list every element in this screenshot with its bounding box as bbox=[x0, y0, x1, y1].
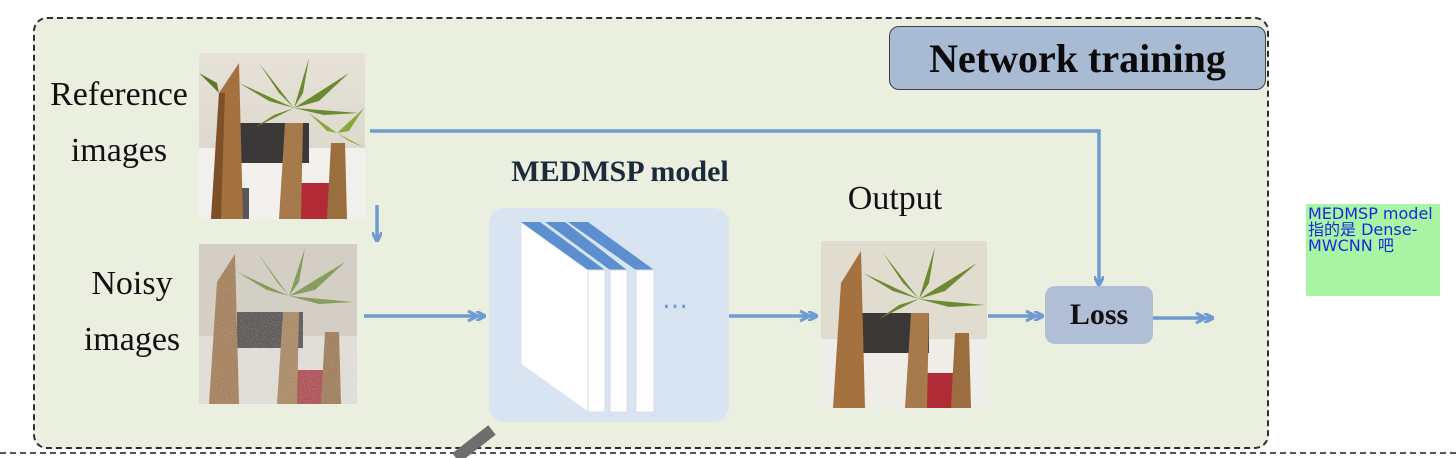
noisy-images-label: Noisy images bbox=[62, 256, 202, 368]
reference-image bbox=[199, 53, 365, 219]
reference-label-line2: images bbox=[70, 132, 168, 169]
reference-images-label: Reference images bbox=[40, 67, 198, 179]
loss-box: Loss bbox=[1045, 286, 1153, 344]
output-label: Output bbox=[847, 180, 943, 217]
grey-pointer-stroke bbox=[452, 425, 496, 458]
model-title: MEDMSP model bbox=[511, 155, 729, 188]
loss-output-arrow bbox=[1153, 311, 1212, 325]
output-image bbox=[821, 241, 987, 408]
more-layers-ellipsis: … bbox=[662, 285, 688, 315]
layer-block-1 bbox=[520, 221, 606, 413]
reference-label-line1: Reference bbox=[50, 76, 188, 113]
model-to-output-arrow bbox=[729, 309, 816, 323]
panel-title: Network training bbox=[889, 26, 1266, 90]
bottom-dashed-divider bbox=[0, 452, 1456, 454]
noisy-image bbox=[199, 244, 357, 404]
noisy-label-line2: images bbox=[83, 321, 181, 358]
layer-block-3 bbox=[568, 222, 655, 413]
noisy-label-line1: Noisy bbox=[91, 265, 173, 302]
output-to-loss-arrow bbox=[988, 309, 1042, 323]
annotation-note: MEDMSP model 指的是 Dense-MWCNN 吧 bbox=[1306, 204, 1440, 296]
layer-block-2 bbox=[545, 222, 628, 413]
noisy-to-model-arrow bbox=[364, 309, 484, 323]
layer-stack bbox=[520, 221, 655, 413]
reference-to-loss-arrow bbox=[370, 129, 1099, 284]
